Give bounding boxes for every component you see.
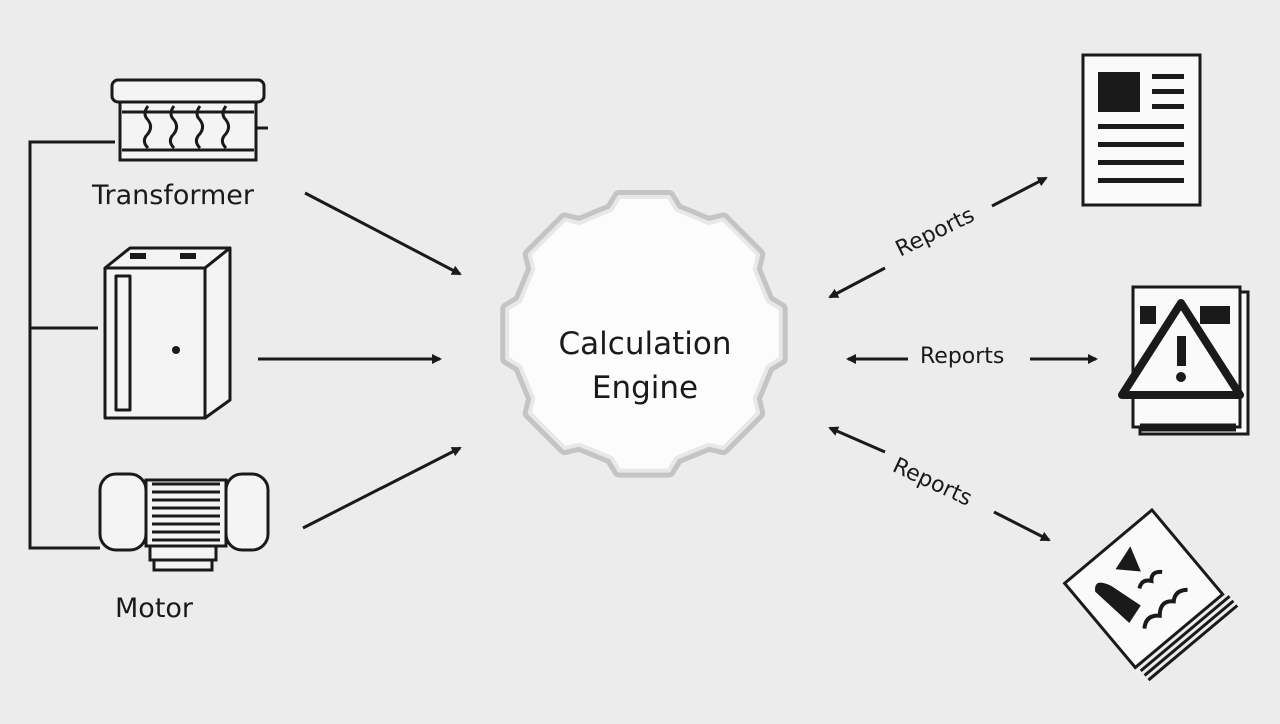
reports-label-2: Reports [920,344,1005,369]
output-arrows [828,176,1098,542]
report-arrow-1-out [991,176,1048,208]
report-arrow-3-out [993,510,1051,542]
document-icon [1081,53,1202,207]
engine-label: Calculation Engine [525,322,765,410]
engine-label-line2: Engine [591,370,699,406]
transformer-label: Transformer [92,180,255,211]
motor-arrow [302,446,462,530]
bus-connector [28,140,115,550]
motor-icon [98,472,270,572]
signed-document-icon [1062,507,1239,682]
report-arrow-3-in [828,426,886,454]
engine-label-line1: Calculation [558,326,732,362]
input-arrows [258,191,462,530]
motor-label: Motor [115,593,194,624]
report-arrow-1-in [828,266,886,299]
cabinet-icon [103,246,232,420]
transformer-icon [110,78,268,162]
warning-document-icon [1118,285,1250,436]
gear-icon [500,190,788,478]
transformer-arrow [304,191,462,276]
